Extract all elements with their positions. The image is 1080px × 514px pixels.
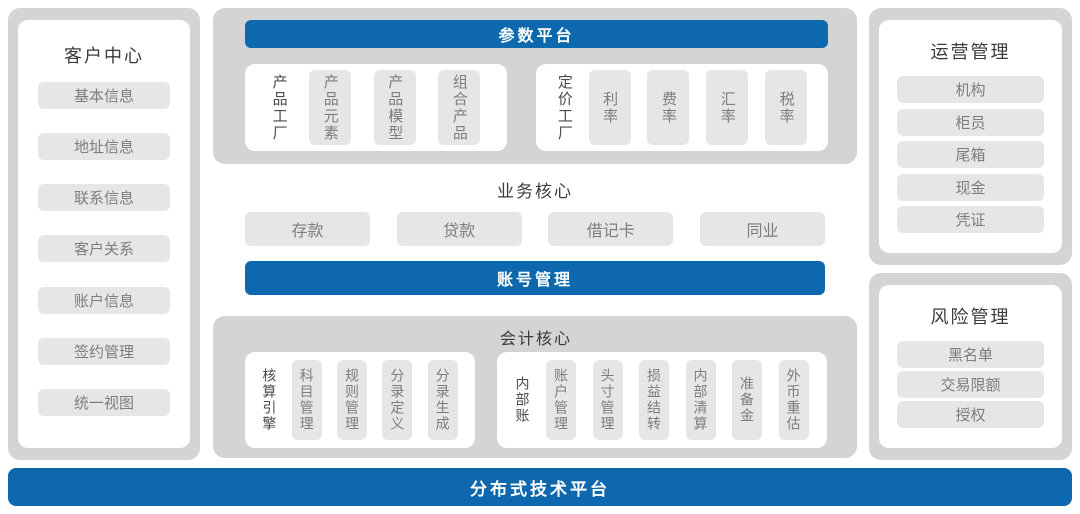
account-management-bar: 账号管理	[245, 261, 825, 295]
accounting-engine-item: 分录生成	[427, 360, 458, 440]
customer-center-item: 联系信息	[38, 184, 170, 212]
business-core-item: 同业	[699, 212, 825, 246]
operations-item: 凭证	[897, 206, 1044, 233]
operations-item: 机构	[897, 76, 1044, 103]
core-system-column: 参数平台 产品工厂 产品元素 产品模型 组合产品 定价工厂 利率 费率 汇率 税…	[213, 8, 857, 460]
risk-management-title: 风险管理	[930, 307, 1011, 327]
parameter-platform-header: 参数平台	[245, 20, 828, 48]
parameter-platform-container: 参数平台 产品工厂 产品元素 产品模型 组合产品 定价工厂 利率 费率 汇率 税…	[213, 8, 857, 164]
business-core-item: 贷款	[396, 212, 522, 246]
parameter-platform-groups: 产品工厂 产品元素 产品模型 组合产品 定价工厂 利率 费率 汇率 税率	[245, 64, 828, 151]
accounting-engine-item: 科目管理	[291, 360, 322, 440]
customer-center-items: 基本信息 地址信息 联系信息 客户关系 账户信息 签约管理 统一视图	[38, 82, 170, 434]
pricing-factory-label: 定价工厂	[555, 73, 573, 142]
operations-item: 尾箱	[897, 141, 1044, 168]
internal-ledger-item: 账户管理	[546, 360, 576, 440]
pricing-factory-panel: 定价工厂 利率 费率 汇率 税率	[536, 64, 828, 151]
customer-center-container: 客户中心 基本信息 地址信息 联系信息 客户关系 账户信息 签约管理 统一视图	[8, 8, 200, 460]
operations-management-container: 运营管理 机构 柜员 尾箱 现金 凭证	[869, 8, 1072, 265]
product-factory-label: 产品工厂	[270, 73, 288, 142]
customer-center-title: 客户中心	[64, 46, 144, 66]
risk-management-items: 黑名单 交易限额 授权	[897, 341, 1044, 436]
operations-management-items: 机构 柜员 尾箱 现金 凭证	[897, 76, 1044, 241]
internal-ledger-item: 损益结转	[639, 360, 669, 440]
internal-ledger-item: 内部清算	[685, 360, 716, 440]
business-core-title: 业务核心	[497, 182, 573, 201]
risk-item: 交易限额	[897, 371, 1044, 398]
operations-item: 现金	[897, 173, 1044, 201]
accounting-engine-item: 分录定义	[382, 360, 413, 440]
distributed-platform-bar: 分布式技术平台	[8, 468, 1072, 506]
accounting-core-groups: 核算引擎 科目管理 规则管理 分录定义 分录生成 内部账 账户管理 头寸管理 损…	[245, 352, 827, 448]
customer-center-item: 地址信息	[38, 133, 170, 161]
risk-item: 授权	[897, 401, 1044, 428]
pricing-factory-item: 税率	[765, 70, 808, 145]
accounting-engine-panel: 核算引擎 科目管理 规则管理 分录定义 分录生成	[245, 352, 475, 448]
customer-center-item: 客户关系	[38, 235, 170, 263]
product-factory-item: 产品模型	[373, 70, 416, 145]
internal-ledger-panel: 内部账 账户管理 头寸管理 损益结转 内部清算 准备金 外币重估	[497, 352, 827, 448]
operations-item: 柜员	[897, 108, 1044, 136]
pricing-factory-item: 利率	[588, 70, 631, 145]
customer-center-panel: 客户中心 基本信息 地址信息 联系信息 客户关系 账户信息 签约管理 统一视图	[18, 20, 190, 448]
customer-center-item: 签约管理	[38, 337, 170, 365]
pricing-factory-item: 费率	[647, 70, 690, 145]
customer-center-item: 统一视图	[38, 388, 170, 416]
product-factory-item: 产品元素	[309, 70, 352, 145]
product-factory-item: 组合产品	[438, 70, 481, 145]
product-factory-panel: 产品工厂 产品元素 产品模型 组合产品	[245, 64, 507, 151]
customer-center-item: 账户信息	[38, 286, 170, 314]
pricing-factory-item: 汇率	[706, 70, 749, 145]
internal-ledger-item: 头寸管理	[592, 360, 623, 440]
accounting-core-title: 会计核心	[499, 331, 572, 348]
accounting-engine-item: 规则管理	[336, 360, 367, 440]
internal-ledger-item: 准备金	[732, 360, 762, 440]
internal-ledger-label: 内部账	[514, 376, 531, 424]
operations-management-title: 运营管理	[930, 42, 1011, 62]
accounting-engine-label: 核算引擎	[261, 368, 278, 432]
business-core-item: 存款	[245, 212, 370, 246]
internal-ledger-item: 外币重估	[778, 360, 809, 440]
risk-item: 黑名单	[897, 341, 1044, 368]
operations-management-panel: 运营管理 机构 柜员 尾箱 现金 凭证	[879, 20, 1062, 253]
risk-management-container: 风险管理 黑名单 交易限额 授权	[869, 273, 1072, 460]
risk-management-panel: 风险管理 黑名单 交易限额 授权	[879, 285, 1062, 448]
business-core-items: 存款 贷款 借记卡 同业	[245, 212, 825, 246]
customer-center-item: 基本信息	[38, 82, 170, 109]
accounting-core-container: 会计核心 核算引擎 科目管理 规则管理 分录定义 分录生成 内部账 账户管理 头…	[213, 316, 857, 458]
business-core-item: 借记卡	[548, 212, 674, 246]
